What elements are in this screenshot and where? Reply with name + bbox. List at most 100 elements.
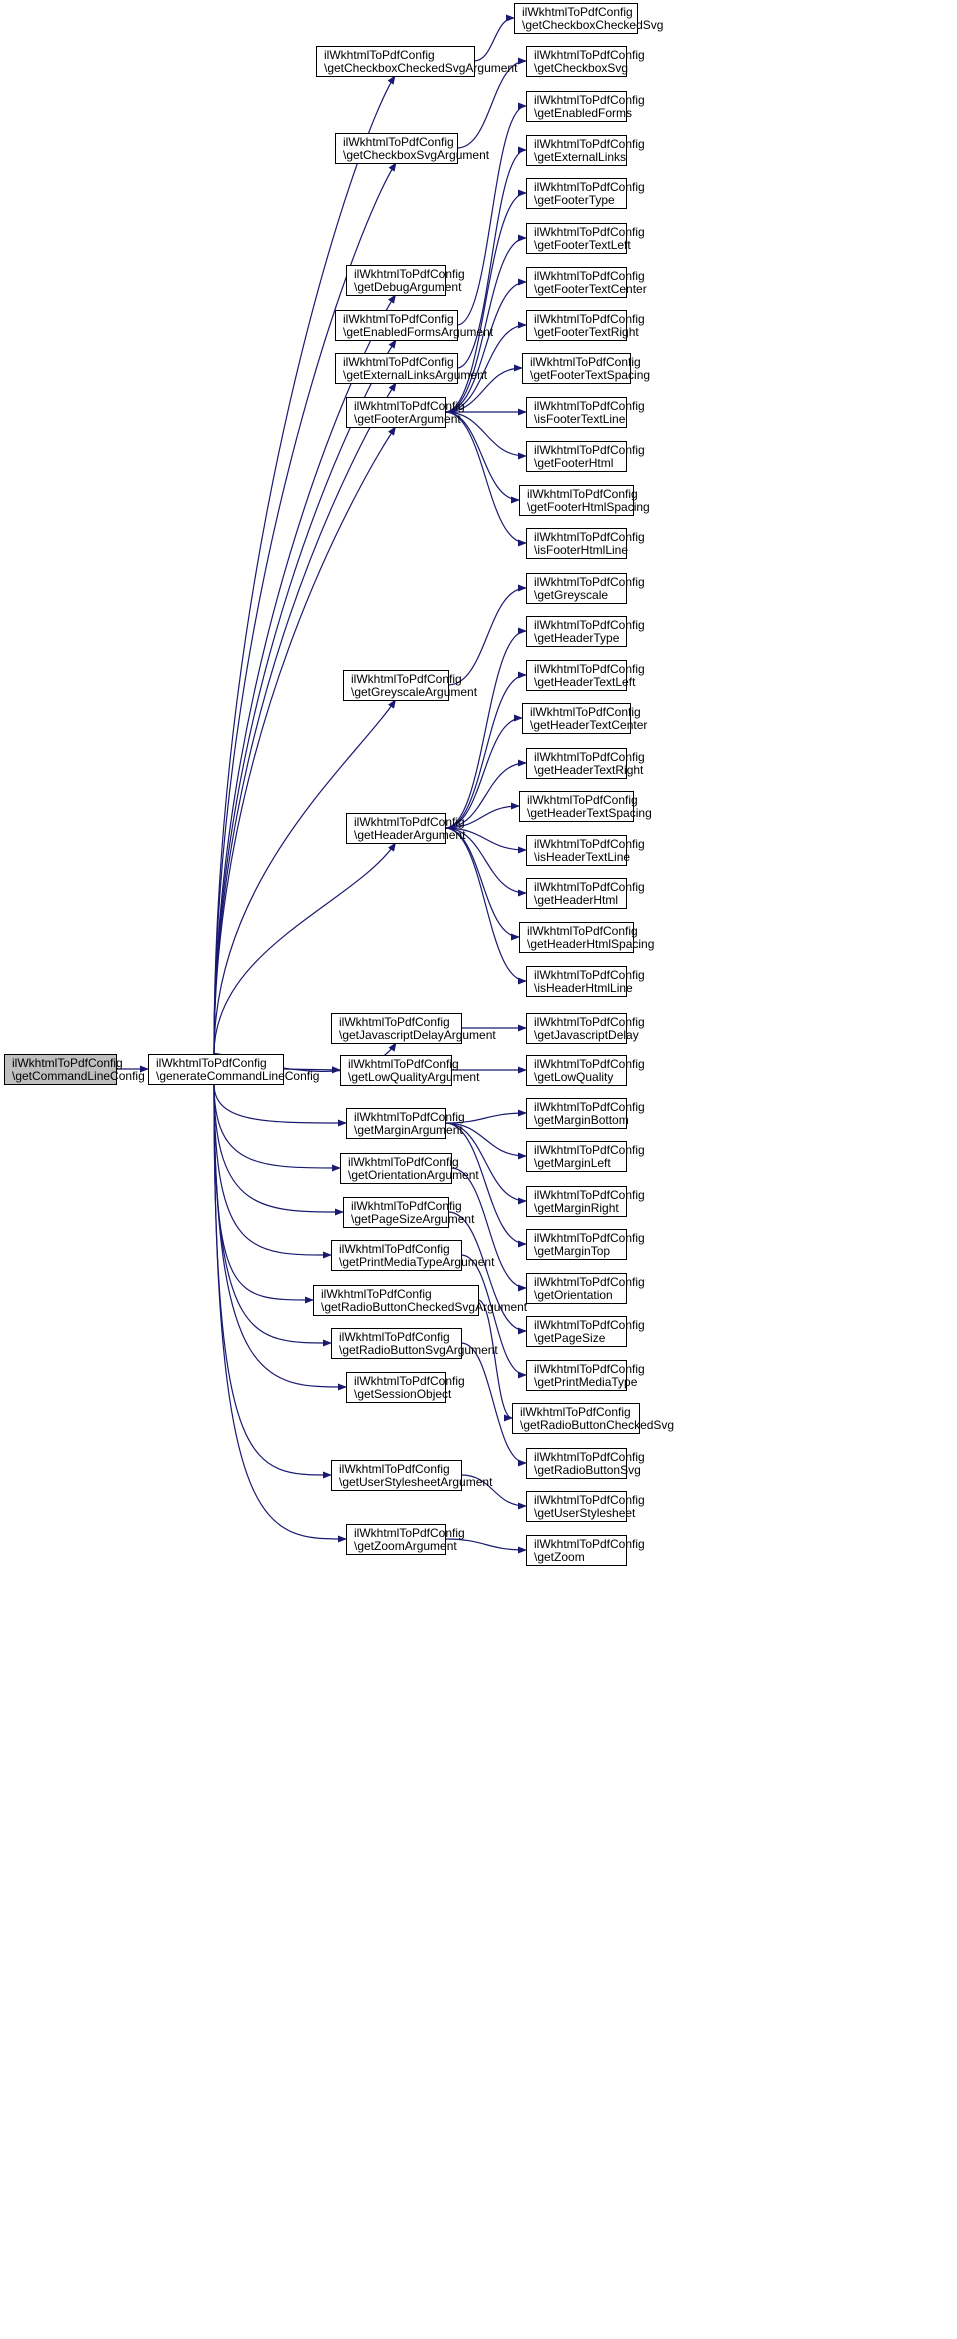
node-box[interactable]	[4, 1054, 117, 1085]
node-box[interactable]	[343, 1197, 449, 1228]
node-hh[interactable]: ilWkhtmlToPdfConfig\getHeaderHtml	[526, 878, 645, 909]
node-box[interactable]	[346, 1524, 446, 1555]
node-efa[interactable]: ilWkhtmlToPdfConfig\getEnabledFormsArgum…	[335, 310, 494, 341]
node-iftl[interactable]: ilWkhtmlToPdfConfig\isFooterTextLine	[526, 397, 645, 428]
node-cbs[interactable]: ilWkhtmlToPdfConfig\getCheckboxSvg	[526, 46, 645, 77]
node-ussa[interactable]: ilWkhtmlToPdfConfig\getUserStylesheetArg…	[331, 1460, 494, 1491]
node-box[interactable]	[526, 1491, 627, 1522]
node-box[interactable]	[526, 1141, 627, 1172]
node-ftr[interactable]: ilWkhtmlToPdfConfig\getFooterTextRight	[526, 310, 645, 341]
node-rbsa[interactable]: ilWkhtmlToPdfConfig\getRadioButtonSvgArg…	[331, 1328, 499, 1359]
node-box[interactable]	[526, 1360, 627, 1391]
node-box[interactable]	[526, 1098, 627, 1129]
node-box[interactable]	[343, 670, 449, 701]
node-ma[interactable]: ilWkhtmlToPdfConfig\getMarginArgument	[346, 1108, 465, 1139]
node-fhs[interactable]: ilWkhtmlToPdfConfig\getFooterHtmlSpacing	[519, 485, 650, 516]
node-box[interactable]	[526, 748, 627, 779]
node-mr[interactable]: ilWkhtmlToPdfConfig\getMarginRight	[526, 1186, 645, 1217]
node-box[interactable]	[313, 1285, 479, 1316]
node-cbcs[interactable]: ilWkhtmlToPdfConfig\getCheckboxCheckedSv…	[514, 3, 664, 34]
node-ftl[interactable]: ilWkhtmlToPdfConfig\getFooterTextLeft	[526, 223, 645, 254]
node-mb[interactable]: ilWkhtmlToPdfConfig\getMarginBottom	[526, 1098, 645, 1129]
node-box[interactable]	[526, 528, 627, 559]
node-jd[interactable]: ilWkhtmlToPdfConfig\getJavascriptDelay	[526, 1013, 645, 1044]
node-or[interactable]: ilWkhtmlToPdfConfig\getOrientation	[526, 1273, 645, 1304]
node-box[interactable]	[526, 966, 627, 997]
node-box[interactable]	[331, 1013, 462, 1044]
node-box[interactable]	[526, 135, 627, 166]
node-dbga[interactable]: ilWkhtmlToPdfConfig\getDebugArgument	[346, 265, 465, 296]
node-box[interactable]	[526, 267, 627, 298]
node-uss[interactable]: ilWkhtmlToPdfConfig\getUserStylesheet	[526, 1491, 645, 1522]
node-box[interactable]	[526, 1055, 627, 1086]
node-oa[interactable]: ilWkhtmlToPdfConfig\getOrientationArgume…	[340, 1153, 480, 1184]
node-so[interactable]: ilWkhtmlToPdfConfig\getSessionObject	[346, 1372, 465, 1403]
node-box[interactable]	[148, 1054, 284, 1085]
node-hts[interactable]: ilWkhtmlToPdfConfig\getHeaderTextSpacing	[519, 791, 652, 822]
node-htc[interactable]: ilWkhtmlToPdfConfig\getHeaderTextCenter	[522, 703, 648, 734]
node-box[interactable]	[526, 46, 627, 77]
node-box[interactable]	[514, 3, 638, 34]
node-box[interactable]	[526, 397, 627, 428]
node-box[interactable]	[522, 353, 631, 384]
node-box[interactable]	[331, 1328, 462, 1359]
node-box[interactable]	[519, 791, 634, 822]
node-box[interactable]	[526, 1229, 627, 1260]
node-rbcsa[interactable]: ilWkhtmlToPdfConfig\getRadioButtonChecke…	[313, 1285, 528, 1316]
node-ihhl[interactable]: ilWkhtmlToPdfConfig\isHeaderHtmlLine	[526, 966, 645, 997]
node-ihtl[interactable]: ilWkhtmlToPdfConfig\isHeaderTextLine	[526, 835, 645, 866]
node-box[interactable]	[526, 91, 627, 122]
node-root[interactable]: ilWkhtmlToPdfConfig\getCommandLineConfig	[4, 1054, 145, 1085]
node-box[interactable]	[526, 835, 627, 866]
node-box[interactable]	[346, 265, 446, 296]
node-box[interactable]	[526, 1535, 627, 1566]
node-box[interactable]	[526, 1013, 627, 1044]
node-hhs[interactable]: ilWkhtmlToPdfConfig\getHeaderHtmlSpacing	[519, 922, 655, 953]
node-mt[interactable]: ilWkhtmlToPdfConfig\getMarginTop	[526, 1229, 645, 1260]
node-box[interactable]	[331, 1240, 462, 1271]
node-box[interactable]	[512, 1403, 640, 1434]
node-fh[interactable]: ilWkhtmlToPdfConfig\getFooterHtml	[526, 441, 645, 472]
node-lq[interactable]: ilWkhtmlToPdfConfig\getLowQuality	[526, 1055, 645, 1086]
node-box[interactable]	[331, 1460, 462, 1491]
node-box[interactable]	[526, 616, 627, 647]
node-el[interactable]: ilWkhtmlToPdfConfig\getExternalLinks	[526, 135, 645, 166]
node-box[interactable]	[346, 1372, 446, 1403]
node-box[interactable]	[340, 1153, 452, 1184]
node-box[interactable]	[335, 133, 458, 164]
node-box[interactable]	[526, 223, 627, 254]
node-box[interactable]	[526, 878, 627, 909]
node-box[interactable]	[519, 922, 634, 953]
node-za[interactable]: ilWkhtmlToPdfConfig\getZoomArgument	[346, 1524, 465, 1555]
node-box[interactable]	[346, 813, 446, 844]
node-box[interactable]	[522, 703, 631, 734]
node-lqa[interactable]: ilWkhtmlToPdfConfig\getLowQualityArgumen…	[340, 1055, 481, 1086]
node-gsa[interactable]: ilWkhtmlToPdfConfig\getGreyscaleArgument	[343, 670, 478, 701]
node-fa[interactable]: ilWkhtmlToPdfConfig\getFooterArgument	[346, 397, 465, 428]
node-box[interactable]	[526, 1186, 627, 1217]
node-box[interactable]	[335, 310, 458, 341]
node-box[interactable]	[526, 1316, 627, 1347]
node-ps[interactable]: ilWkhtmlToPdfConfig\getPageSize	[526, 1316, 645, 1347]
node-rbcs[interactable]: ilWkhtmlToPdfConfig\getRadioButtonChecke…	[512, 1403, 675, 1434]
node-cbcsa[interactable]: ilWkhtmlToPdfConfig\getCheckboxCheckedSv…	[316, 46, 519, 77]
node-box[interactable]	[519, 485, 634, 516]
node-jda[interactable]: ilWkhtmlToPdfConfig\getJavascriptDelayAr…	[331, 1013, 497, 1044]
node-psa[interactable]: ilWkhtmlToPdfConfig\getPageSizeArgument	[343, 1197, 476, 1228]
node-ha[interactable]: ilWkhtmlToPdfConfig\getHeaderArgument	[346, 813, 467, 844]
node-ifhl[interactable]: ilWkhtmlToPdfConfig\isFooterHtmlLine	[526, 528, 645, 559]
node-zm[interactable]: ilWkhtmlToPdfConfig\getZoom	[526, 1535, 645, 1566]
node-box[interactable]	[346, 1108, 446, 1139]
node-box[interactable]	[316, 46, 475, 77]
node-box[interactable]	[346, 397, 446, 428]
node-box[interactable]	[526, 178, 627, 209]
node-box[interactable]	[526, 441, 627, 472]
node-ml[interactable]: ilWkhtmlToPdfConfig\getMarginLeft	[526, 1141, 645, 1172]
node-box[interactable]	[526, 1448, 627, 1479]
node-gs[interactable]: ilWkhtmlToPdfConfig\getGreyscale	[526, 573, 645, 604]
node-pmt[interactable]: ilWkhtmlToPdfConfig\getPrintMediaType	[526, 1360, 645, 1391]
node-htr[interactable]: ilWkhtmlToPdfConfig\getHeaderTextRight	[526, 748, 645, 779]
node-box[interactable]	[526, 310, 627, 341]
node-box[interactable]	[526, 573, 627, 604]
node-ft[interactable]: ilWkhtmlToPdfConfig\getFooterType	[526, 178, 645, 209]
